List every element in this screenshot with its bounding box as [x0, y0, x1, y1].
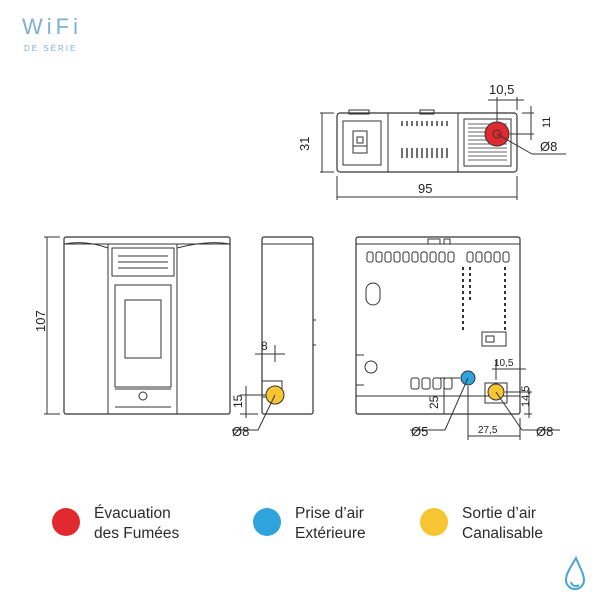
top-view: [320, 97, 566, 200]
wifi-badge: WiFi DE SÉRIE: [22, 14, 102, 62]
back-top-slots: [366, 251, 510, 263]
dim-top-width: 95: [418, 181, 432, 196]
dim-front-height: 107: [33, 310, 48, 332]
dim-top-height: 31: [297, 137, 312, 151]
back-bottom-slots: [410, 377, 453, 390]
dim-back-width: 27,5: [478, 425, 498, 436]
back-view: [355, 236, 560, 440]
side-view: [232, 236, 316, 431]
back-vents: [462, 267, 506, 330]
legend-fumes: Évacuation des Fumées: [52, 504, 179, 544]
dim-top-hole-offset: 10,5: [489, 82, 514, 97]
legend-dot-yellow: [420, 508, 448, 536]
legend-air-intake-line2: Extérieure: [295, 525, 366, 542]
legend-air-outlet: Sortie d’air Canalisable: [420, 504, 543, 544]
legend-air-outlet-line2: Canalisable: [462, 525, 543, 542]
dim-back-diameter-yellow: Ø8: [536, 424, 553, 439]
legend-fumes-line1: Évacuation: [94, 505, 171, 522]
dim-side-diameter: Ø8: [232, 424, 249, 439]
dim-back-offset-right: 10,5: [494, 358, 514, 369]
legend-air-outlet-line1: Sortie d’air: [462, 505, 537, 522]
dim-side-height: 15: [231, 394, 245, 408]
legend-dot-blue: [253, 508, 281, 536]
dim-top-hole-edge: 11: [541, 117, 553, 128]
legend-fumes-line2: des Fumées: [94, 525, 180, 542]
wifi-subtitle: DE SÉRIE: [24, 44, 78, 53]
legend-air-intake: Prise d’air Extérieure: [253, 504, 366, 544]
dim-side-offset: 8: [261, 339, 268, 353]
dim-back-height-blue: 25: [427, 395, 441, 409]
front-view: [44, 236, 231, 415]
legend-air-intake-line1: Prise d’air: [295, 505, 364, 522]
dim-back-height-yellow: 14,5: [520, 386, 532, 407]
dim-back-diameter-blue: Ø5: [411, 424, 428, 439]
dim-top-hole-diameter: Ø8: [540, 139, 557, 154]
legend-dot-red: [52, 508, 80, 536]
wifi-word: WiFi: [22, 14, 82, 39]
brand-drop-icon: [564, 556, 586, 590]
top-vents: [401, 121, 448, 158]
